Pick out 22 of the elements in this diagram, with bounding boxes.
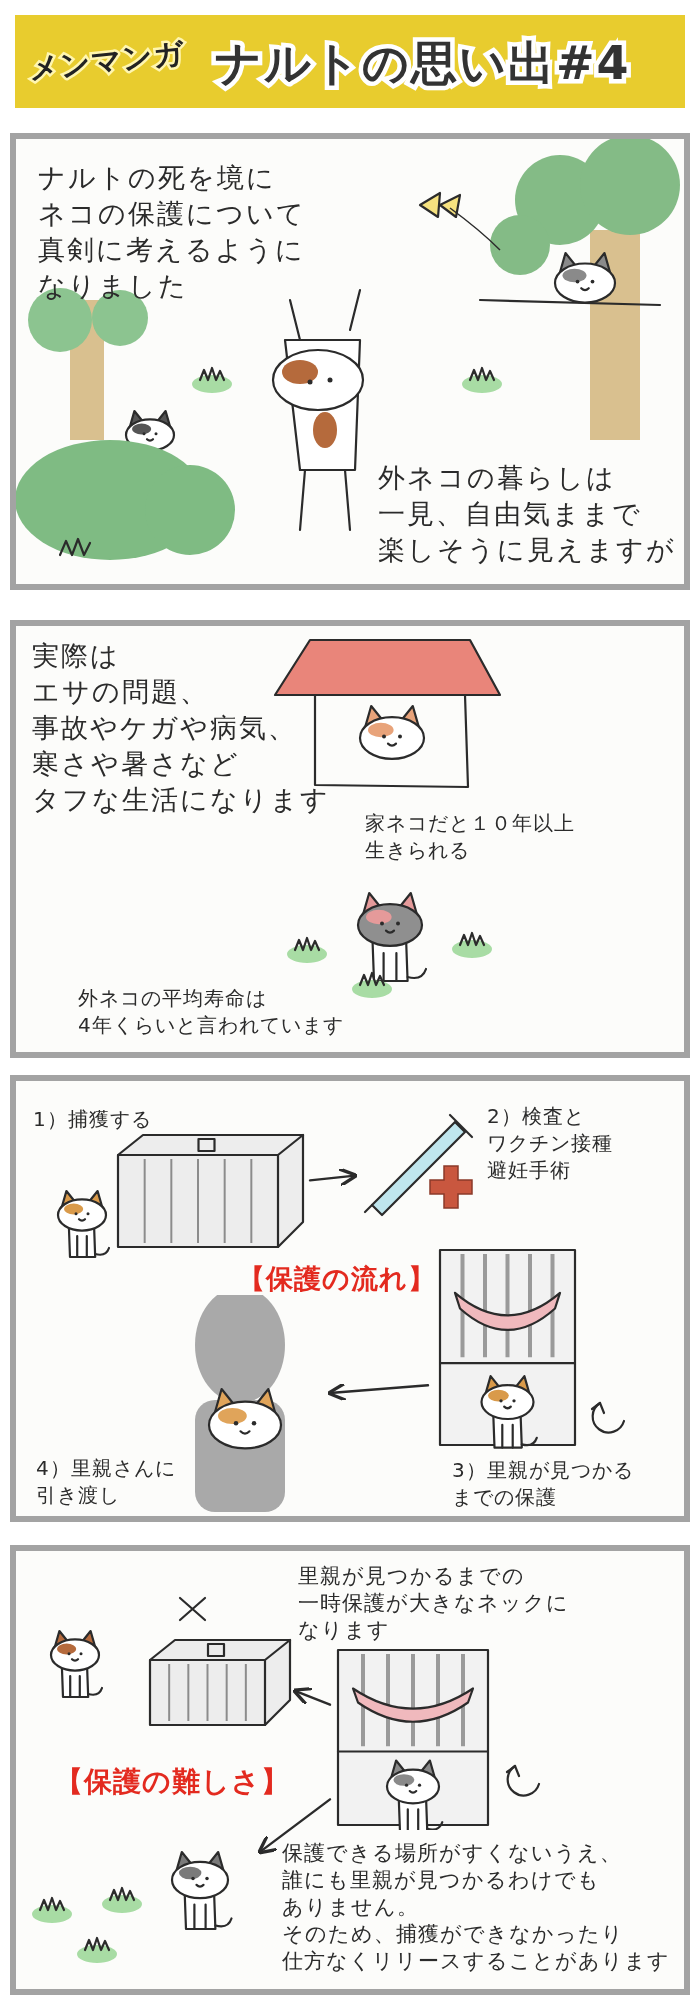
heading-text: 【保護の流れ】	[238, 1262, 436, 1296]
arrow	[291, 1686, 332, 1706]
heading-text: 【保護の難しさ】	[55, 1765, 290, 1799]
step-caption: 2）検査とワクチン接種避妊手術	[487, 1103, 613, 1184]
narration-text: 実際はエサの問題、事故やケガや病気、寒さや暑さなどタフな生活になります	[32, 639, 330, 817]
arrow	[257, 1798, 332, 1855]
arrow	[326, 1381, 430, 1402]
narration-text: 里親が見つかるまでの一時保護が大きなネックになります	[298, 1563, 569, 1644]
narration-text: ナルトの死を境にネコの保護について真剣に考えるようになりました	[38, 161, 306, 303]
arrow	[308, 1167, 359, 1188]
comic-panel	[10, 620, 690, 1058]
step-caption: 4）里親さんに引き渡し	[36, 1455, 176, 1509]
comic-panel	[10, 1075, 690, 1522]
narration-text: 保護できる場所がすくないうえ、誰にも里親が見つかるわけでもありません。そのため、捕獲ができなかったり仕方なくリリースすることがあります	[282, 1840, 670, 1975]
caption-text: 家ネコだと１０年以上生きられる	[365, 810, 575, 864]
step-caption: 1）捕獲する	[33, 1106, 152, 1133]
step-caption: 3）里親が見つかるまでの保護	[452, 1457, 634, 1511]
comic-panel	[10, 1545, 690, 1995]
title-text: ナルトの思い出#4	[215, 35, 631, 92]
caption-text: 外ネコの平均寿命は4年くらいと言われています	[78, 985, 344, 1039]
narration-text: 外ネコの暮らしは一見、自由気ままで楽しそうに見えますが	[378, 461, 676, 567]
series-label: メンマンガ	[27, 34, 186, 88]
